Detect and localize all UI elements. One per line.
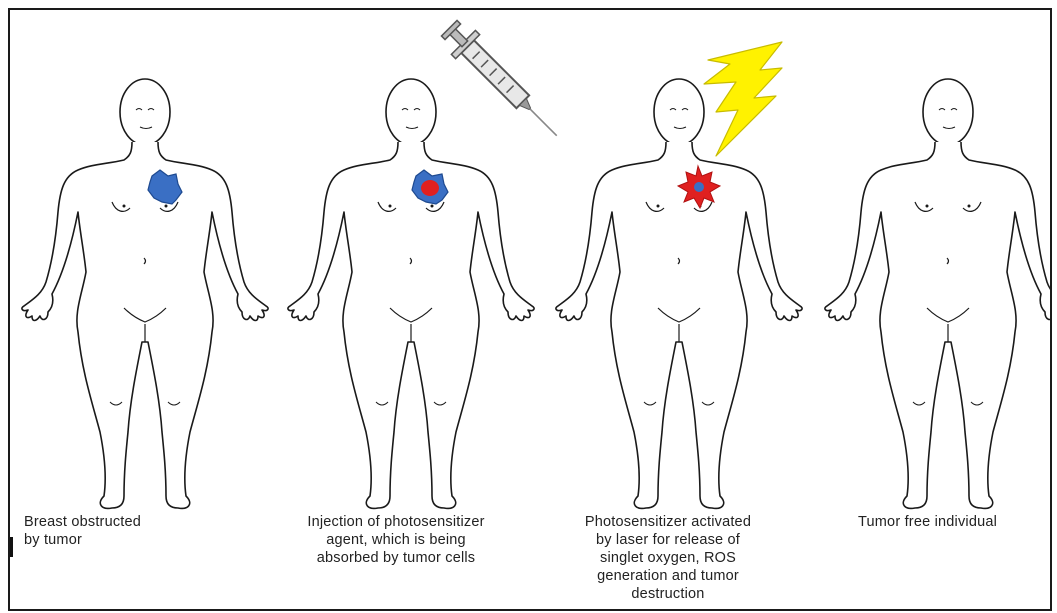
caption-laser: Photosensitizer activated by laser for r… bbox=[550, 513, 786, 603]
body-outline-4 bbox=[815, 72, 1052, 512]
left-edge-mark bbox=[10, 537, 13, 557]
body-outline-1 bbox=[12, 72, 278, 512]
figure-tumor-free bbox=[815, 72, 1052, 512]
figure-tumor bbox=[12, 72, 278, 512]
photosensitizer-mark bbox=[421, 180, 439, 196]
lightning-bolt-icon bbox=[694, 40, 794, 160]
diagram-frame: Breast obstructed by tumor Injection of … bbox=[8, 8, 1052, 611]
syringe-icon bbox=[438, 16, 568, 148]
caption-tumor-free: Tumor free individual bbox=[858, 513, 997, 531]
caption-tumor: Breast obstructed by tumor bbox=[24, 513, 141, 549]
caption-injection: Injection of photosensitizer agent, whic… bbox=[246, 513, 546, 567]
